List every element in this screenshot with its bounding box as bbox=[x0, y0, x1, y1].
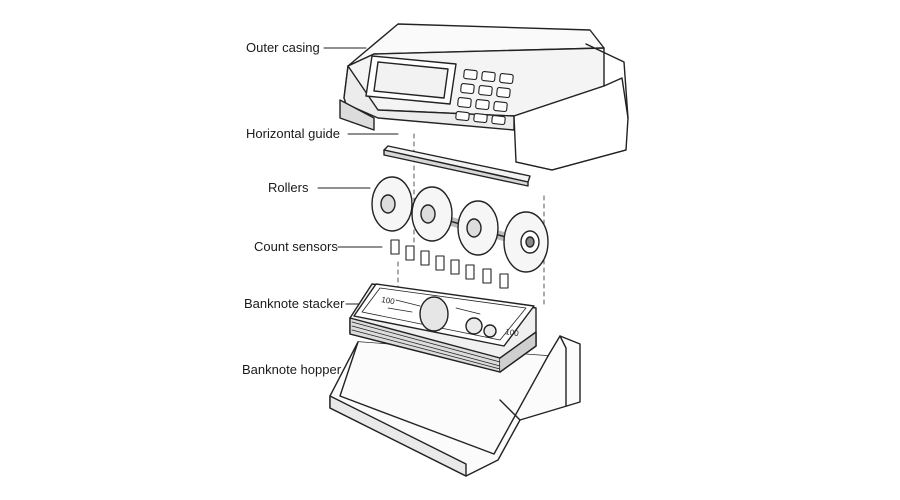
alignment-dashes bbox=[397, 133, 545, 306]
banknote-stacker bbox=[349, 283, 537, 373]
label-count-sensors: Count sensors bbox=[254, 239, 338, 254]
horizontal-guide bbox=[383, 145, 531, 187]
banknote-denomination-left: 100 bbox=[381, 295, 396, 306]
label-rollers: Rollers bbox=[268, 180, 309, 195]
count-sensors bbox=[390, 239, 509, 289]
rollers bbox=[371, 176, 549, 273]
label-horizontal-guide: Horizontal guide bbox=[246, 126, 340, 141]
keypad bbox=[455, 69, 514, 126]
label-outer-casing: Outer casing bbox=[246, 40, 320, 55]
banknote-denomination-right: 100 bbox=[505, 327, 520, 338]
label-banknote-hopper: Banknote hopper bbox=[242, 362, 342, 377]
outer-casing bbox=[339, 23, 629, 171]
label-banknote-stacker: Banknote stacker bbox=[244, 296, 345, 311]
